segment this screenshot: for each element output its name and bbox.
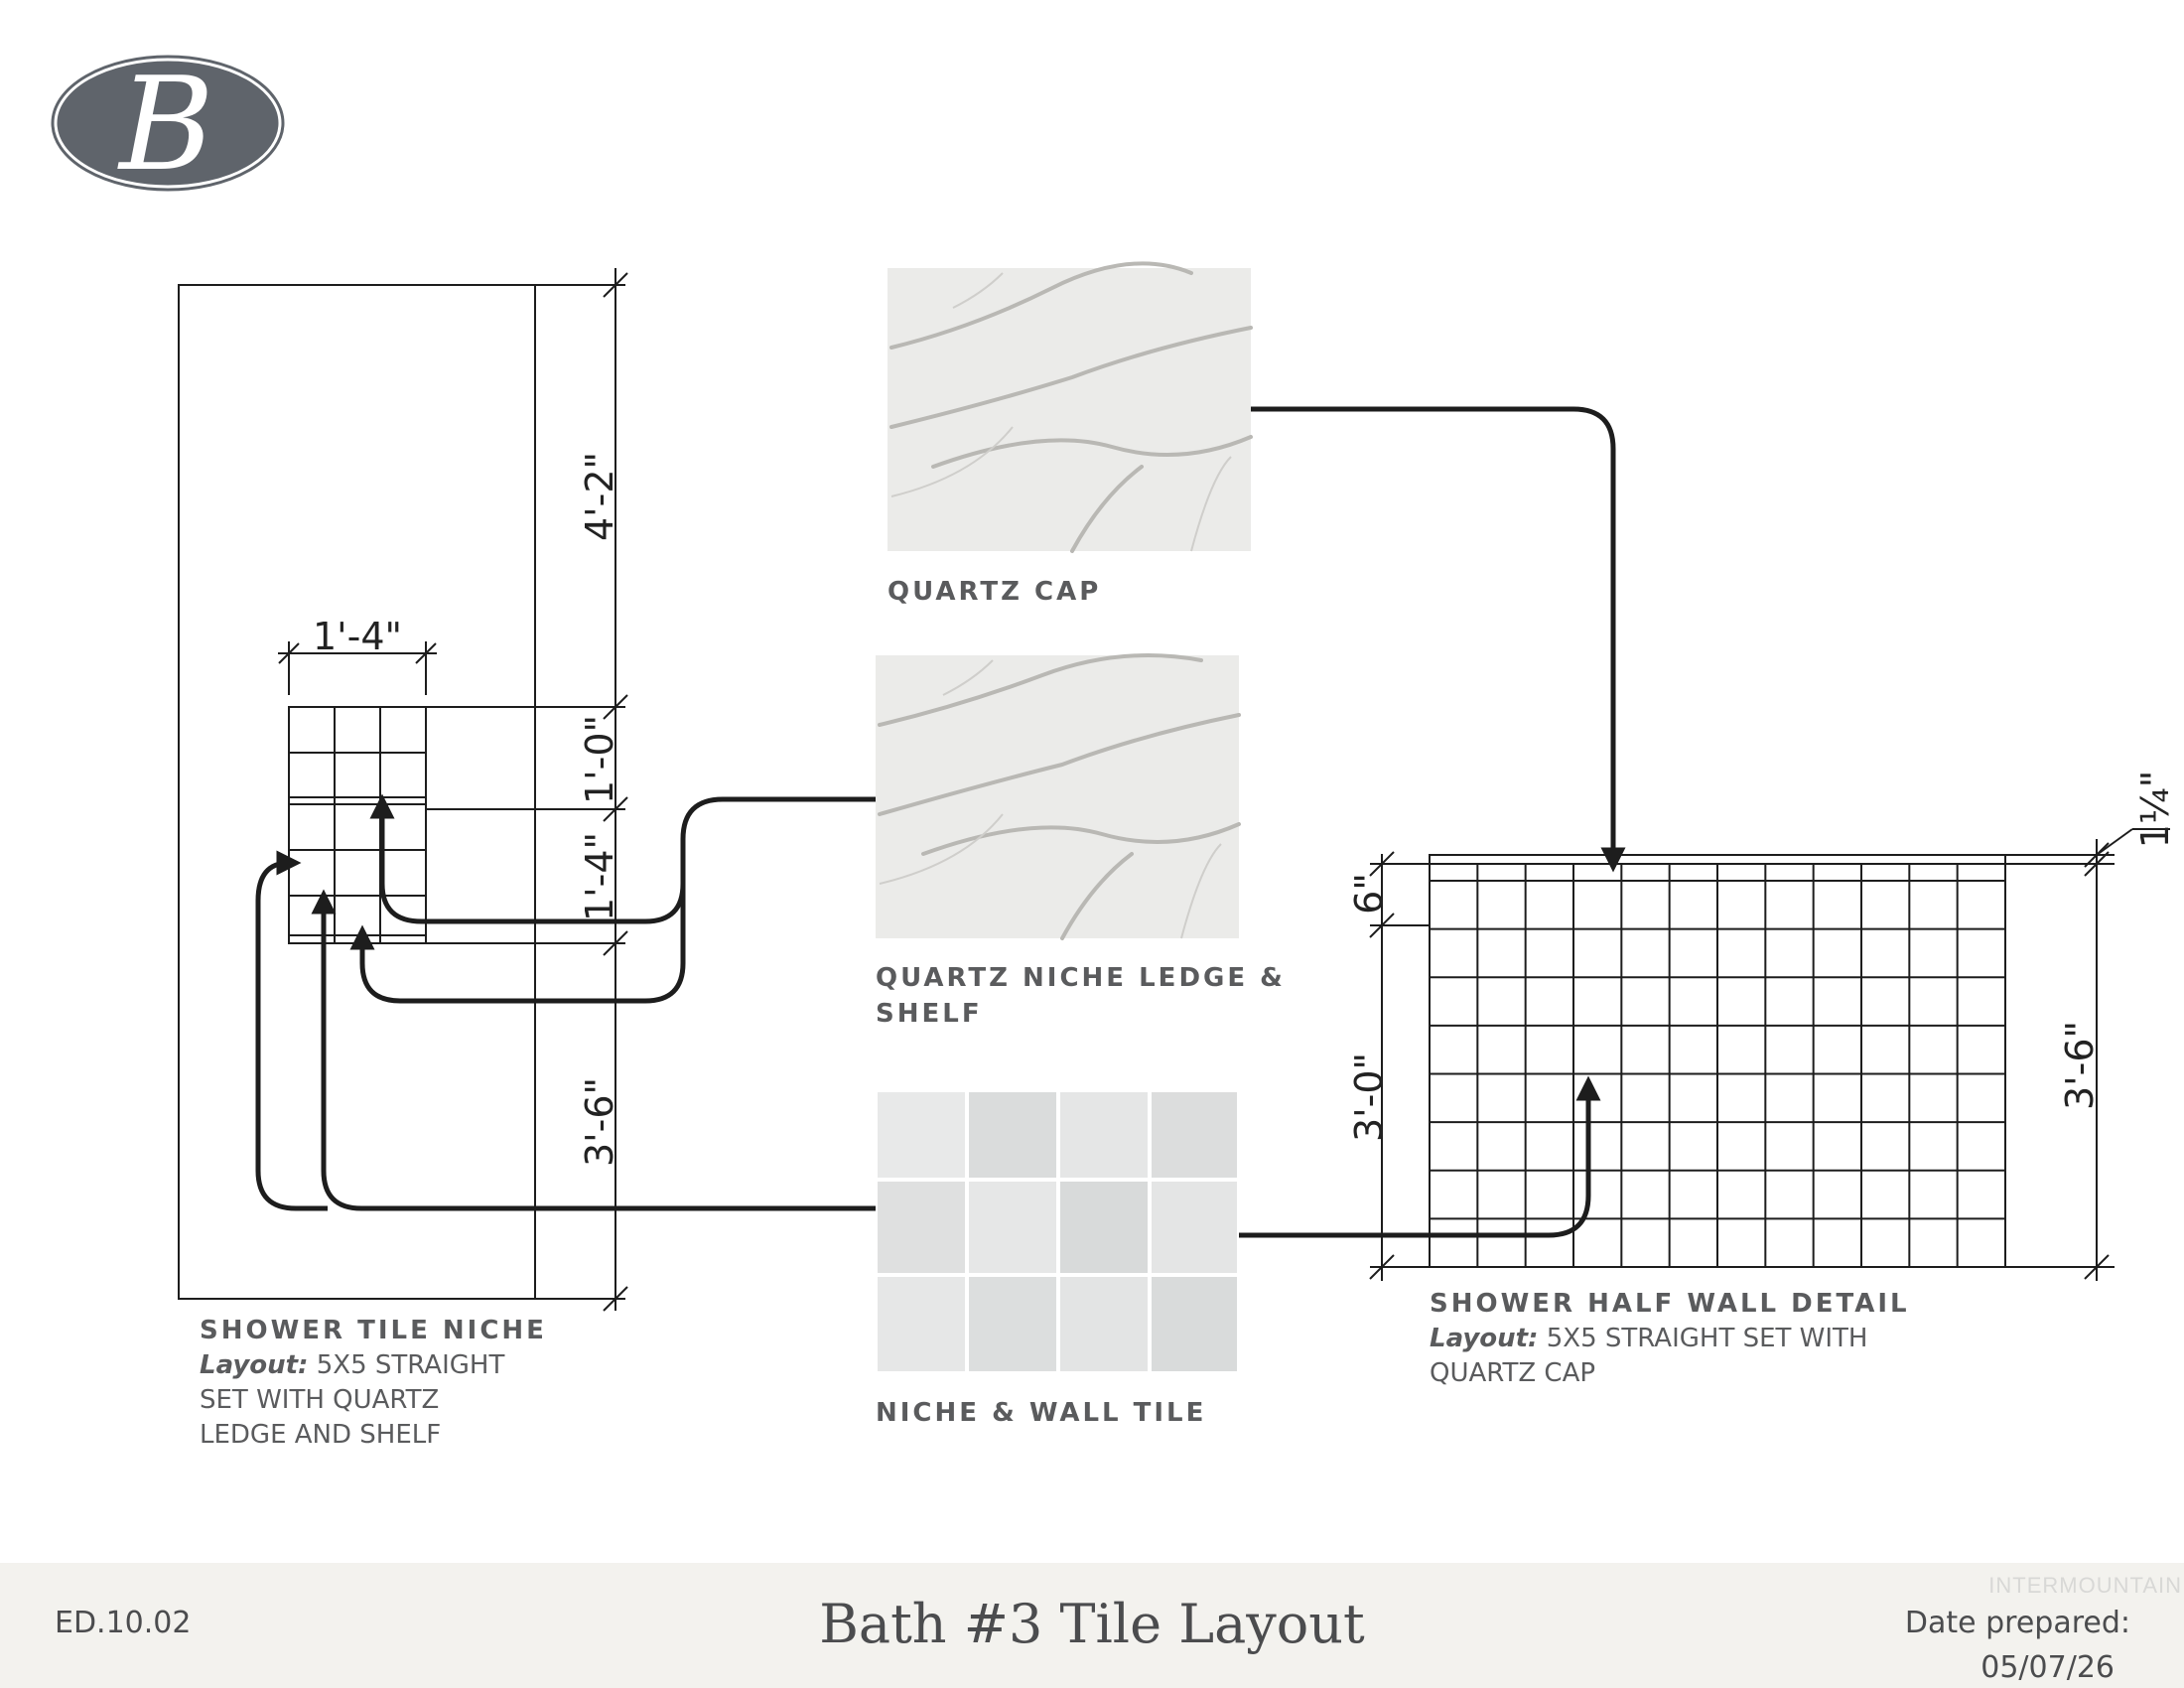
dim-right-lower: 3'-0": [1347, 1053, 1391, 1142]
dim-niche-width: 1'-4": [313, 615, 402, 658]
svg-text:B: B: [117, 49, 214, 200]
footer-bar: ED.10.02 Bath #3 Tile Layout INTERMOUNTA…: [0, 1563, 2184, 1688]
half-wall-dimensions: [1369, 828, 2170, 1281]
quartz-cap-swatch: [887, 261, 1253, 553]
arrow-tile-halfwall: [1239, 1075, 1601, 1238]
dim-left-total-bottom: 3'-6": [578, 1077, 621, 1167]
label-quartz-cap: QUARTZ CAP: [887, 577, 1102, 607]
dim-niche-upper: 1'-0": [578, 715, 621, 804]
niche-caption-line2: SET WITH QUARTZ: [200, 1385, 440, 1415]
arrow-quartz-shelf: [369, 793, 876, 924]
dim-cap-thickness: 1¼": [2133, 771, 2177, 849]
half-wall-tile-grid: [1430, 864, 2005, 1267]
wall-tile-swatch: [874, 1088, 1241, 1375]
arrow-tile-niche-a: [311, 889, 876, 1211]
half-wall-caption-line1: Layout: 5X5 STRAIGHT SET WITH: [1430, 1322, 1910, 1356]
arrow-quartz-cap: [1251, 406, 1626, 873]
brand-logo: B: [51, 49, 285, 200]
arrow-tile-niche-b: [255, 850, 328, 1211]
niche-caption-title: SHOWER TILE NICHE: [200, 1316, 547, 1345]
dim-right-cap-band: 6": [1347, 873, 1391, 914]
label-niche-wall-tile: NICHE & WALL TILE: [876, 1398, 1207, 1428]
niche-layout-value: 5X5 STRAIGHT: [316, 1350, 505, 1380]
dim-right-total: 3'-6": [2058, 1021, 2102, 1110]
niche-layout-label: Layout:: [200, 1350, 309, 1380]
date-value: 05/07/26: [1980, 1650, 2115, 1685]
dim-left-total-top: 4'-2": [578, 452, 621, 541]
page-title: Bath #3 Tile Layout: [819, 1593, 1365, 1655]
arrow-quartz-ledge: [349, 864, 686, 1004]
half-wall-caption-line2: QUARTZ CAP: [1430, 1358, 1596, 1388]
connector-lines: [255, 406, 1626, 1238]
label-quartz-niche-line1: QUARTZ NICHE LEDGE &: [876, 963, 1286, 993]
niche-caption: SHOWER TILE NICHE Layout: 5X5 STRAIGHT S…: [200, 1313, 547, 1453]
label-quartz-niche-line2: SHELF: [876, 999, 983, 1029]
date-label: Date prepared:: [1904, 1606, 2130, 1640]
half-wall-caption-title: SHOWER HALF WALL DETAIL: [1430, 1289, 1910, 1319]
niche-tile-grid: [288, 706, 427, 944]
niche-caption-line3: LEDGE AND SHELF: [200, 1420, 442, 1450]
niche-elevation: [178, 268, 628, 1312]
quartz-niche-swatch: [876, 653, 1241, 940]
half-wall-caption: SHOWER HALF WALL DETAIL Layout: 5X5 STRA…: [1430, 1286, 1910, 1391]
watermark: INTERMOUNTAIN: [1988, 1573, 2182, 1598]
niche-caption-line1: Layout: 5X5 STRAIGHT: [200, 1348, 547, 1383]
footer-code: ED.10.02: [55, 1606, 192, 1640]
half-wall-layout-value: 5X5 STRAIGHT SET WITH: [1546, 1324, 1868, 1353]
label-quartz-niche: QUARTZ NICHE LEDGE & SHELF: [876, 960, 1286, 1032]
dim-niche-lower: 1'-4": [578, 832, 621, 921]
half-wall-layout-label: Layout:: [1430, 1324, 1539, 1353]
